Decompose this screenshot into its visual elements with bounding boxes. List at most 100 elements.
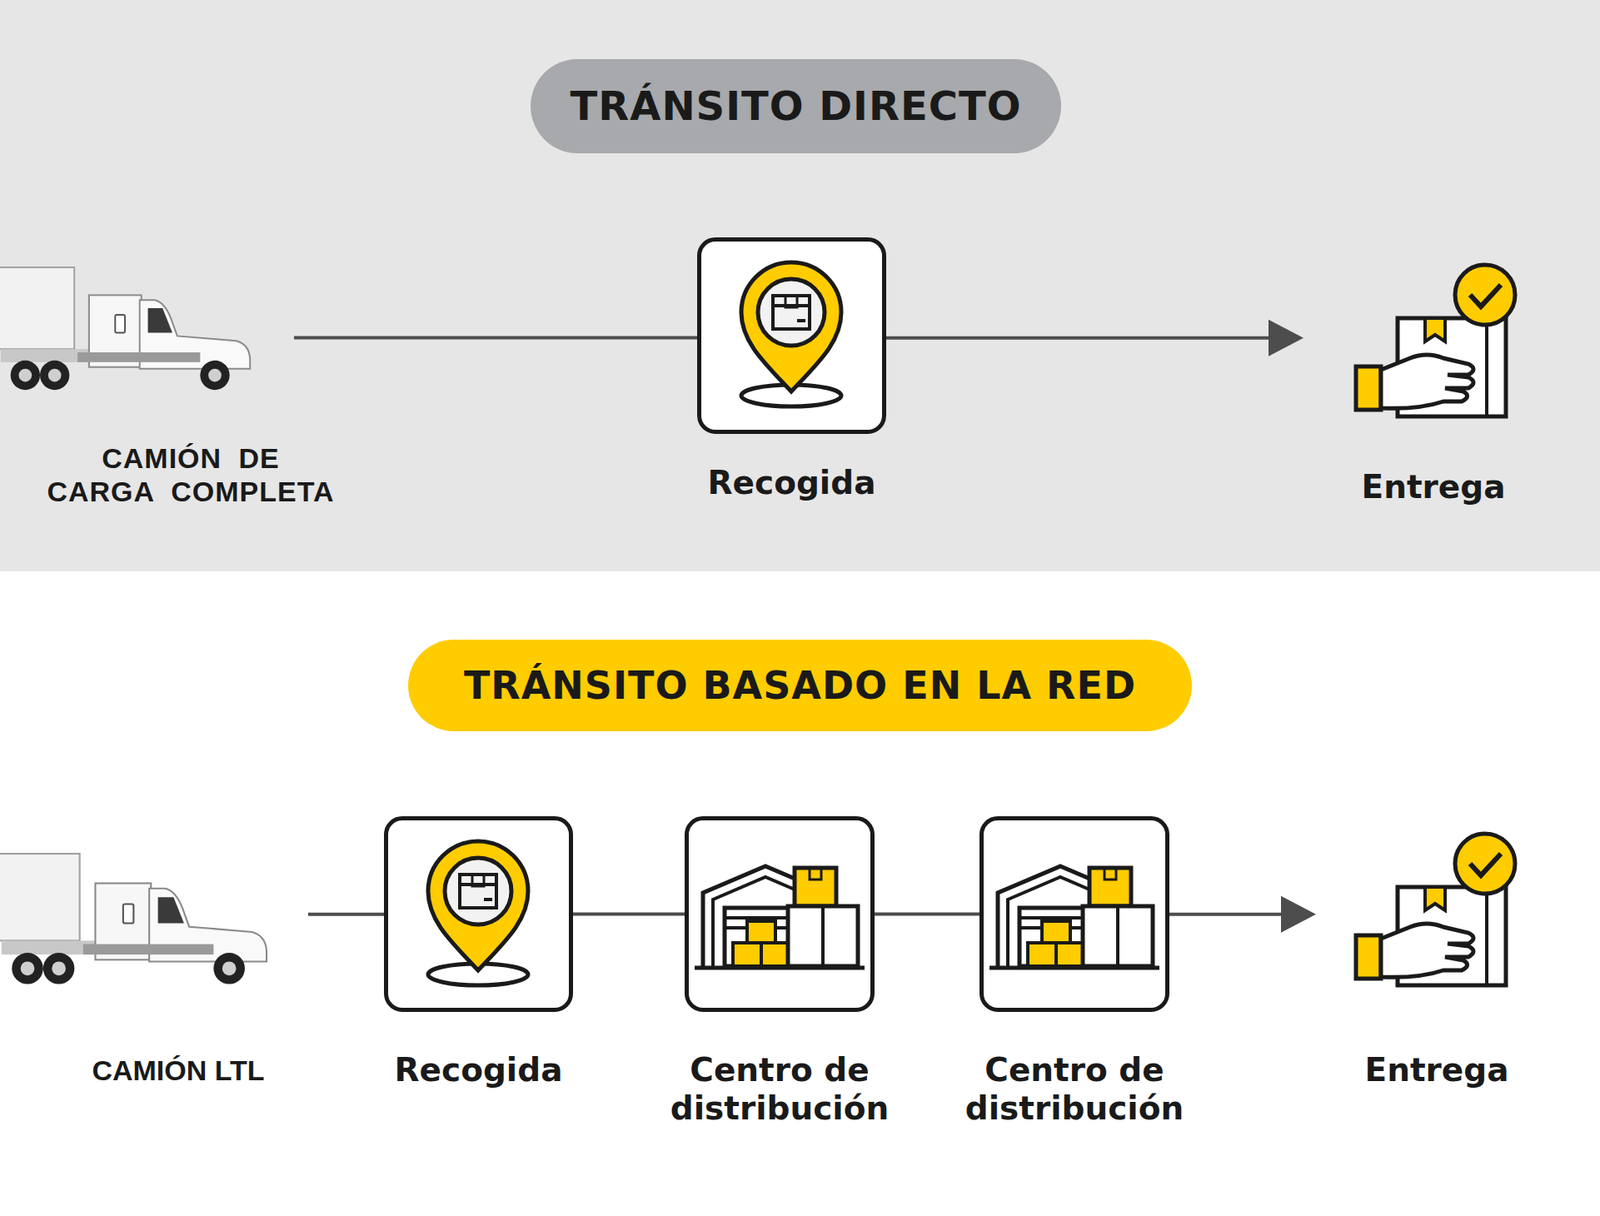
warehouse-icon: [979, 816, 1170, 1013]
icon-part: [123, 904, 135, 924]
icon-part: [459, 874, 497, 908]
flow-connector: [294, 337, 698, 339]
icon-part: [483, 897, 493, 902]
connector-line: [308, 912, 384, 917]
icon-part: [1089, 867, 1132, 907]
icon-part: [747, 921, 776, 943]
icon-part: [741, 262, 842, 392]
icon-part: [1355, 935, 1381, 979]
icon-part: [39, 360, 70, 390]
icon-part: [428, 841, 529, 971]
truck-node: CAMIÓN DE CARGA COMPLETA: [0, 274, 295, 405]
icon-part: [724, 926, 805, 930]
icon-part: [1485, 887, 1489, 986]
icon-part: [0, 853, 80, 941]
icon-part: [1397, 318, 1506, 417]
icon-part: [1425, 318, 1446, 342]
section-heading: TRÁNSITO BASADO EN LA RED: [463, 662, 1137, 708]
pickup-box: Recogida: [383, 816, 574, 1012]
icon-part: [785, 295, 798, 308]
icon-part: [48, 368, 62, 383]
icon-part: [1425, 887, 1446, 911]
icon-part: [757, 279, 825, 346]
icon-part: [821, 906, 825, 967]
icon-part: [787, 906, 858, 967]
node-label: CAMIÓN DE CARGA COMPLETA: [42, 441, 339, 509]
icon-part: [1019, 926, 1100, 930]
icon-part: [1380, 354, 1474, 409]
delivery-icon: [1351, 259, 1529, 421]
icon-part: [222, 961, 237, 976]
icon-part: [1485, 318, 1489, 417]
icon-part: [1455, 264, 1516, 325]
icon-part: [444, 857, 512, 925]
icon-part: [1104, 867, 1117, 880]
icon-part: [1082, 906, 1153, 967]
icon-part: [148, 308, 173, 333]
icon-part: [724, 907, 805, 967]
icon-part: [1019, 907, 1100, 967]
icon-part: [809, 867, 822, 880]
icon-part: [0, 348, 198, 363]
icon-part: [20, 961, 35, 976]
icon-part: [724, 916, 805, 920]
icon-part: [18, 368, 32, 383]
icon-part: [199, 360, 230, 390]
delivery-node: Entrega: [1303, 259, 1554, 421]
truck-illustration: [0, 267, 255, 399]
top-band: [0, 0, 1600, 572]
connector-line: [1169, 912, 1283, 917]
icon-part: [1041, 921, 1071, 943]
icon-part: [997, 866, 1123, 967]
section-pill: TRÁNSITO DIRECTO: [530, 59, 1062, 154]
icon-part: [1380, 923, 1474, 977]
section-pill: TRÁNSITO BASADO EN LA RED: [408, 639, 1192, 732]
delivery-node: Entrega: [1315, 832, 1558, 997]
delivery-icon: [1351, 828, 1529, 990]
arrow-head: [1280, 896, 1316, 933]
icon-part: [10, 360, 40, 390]
icon-part: [741, 384, 842, 407]
pickup-pin-icon: [383, 816, 574, 1013]
truck-illustration: [0, 853, 273, 993]
arrow-head: [1268, 319, 1304, 357]
pickup-box: Recogida: [697, 237, 887, 434]
connector-line: [573, 912, 685, 917]
icon-part: [1355, 366, 1381, 410]
node-label: Centro de distribución: [932, 1051, 1217, 1128]
icon-part: [208, 368, 222, 383]
node-label: Entrega: [1303, 468, 1564, 507]
icon-part: [1056, 942, 1085, 967]
icon-part: [1, 940, 211, 955]
icon-part: [694, 966, 865, 971]
icon-part: [89, 294, 142, 367]
flow-connector: [886, 319, 1304, 357]
flow-connector: [1169, 896, 1316, 933]
node-label: Entrega: [1307, 1051, 1566, 1090]
icon-part: [1007, 877, 1113, 967]
icon-part: [213, 952, 245, 985]
flow-connector: [573, 913, 685, 915]
icon-part: [83, 944, 215, 956]
icon-part: [94, 882, 151, 960]
icon-part: [11, 952, 44, 985]
flow-connector: [308, 913, 384, 915]
icon-part: [732, 942, 762, 967]
icon-part: [1455, 833, 1516, 894]
truck-node: CAMIÓN LTL: [0, 847, 309, 982]
icon-part: [794, 867, 837, 907]
icon-part: [0, 267, 75, 349]
icon-part: [1019, 916, 1100, 920]
icon-part: [772, 295, 810, 329]
connector-line: [294, 336, 698, 340]
distribution-box: Centro de distribución: [979, 816, 1170, 1012]
icon-part: [51, 961, 66, 976]
icon-part: [1470, 284, 1501, 307]
section-heading: TRÁNSITO DIRECTO: [570, 82, 1022, 130]
icon-part: [472, 874, 484, 887]
node-label: CAMIÓN LTL: [11, 1053, 345, 1087]
icon-part: [77, 352, 200, 363]
icon-part: [1027, 942, 1057, 967]
icon-part: [797, 319, 806, 323]
